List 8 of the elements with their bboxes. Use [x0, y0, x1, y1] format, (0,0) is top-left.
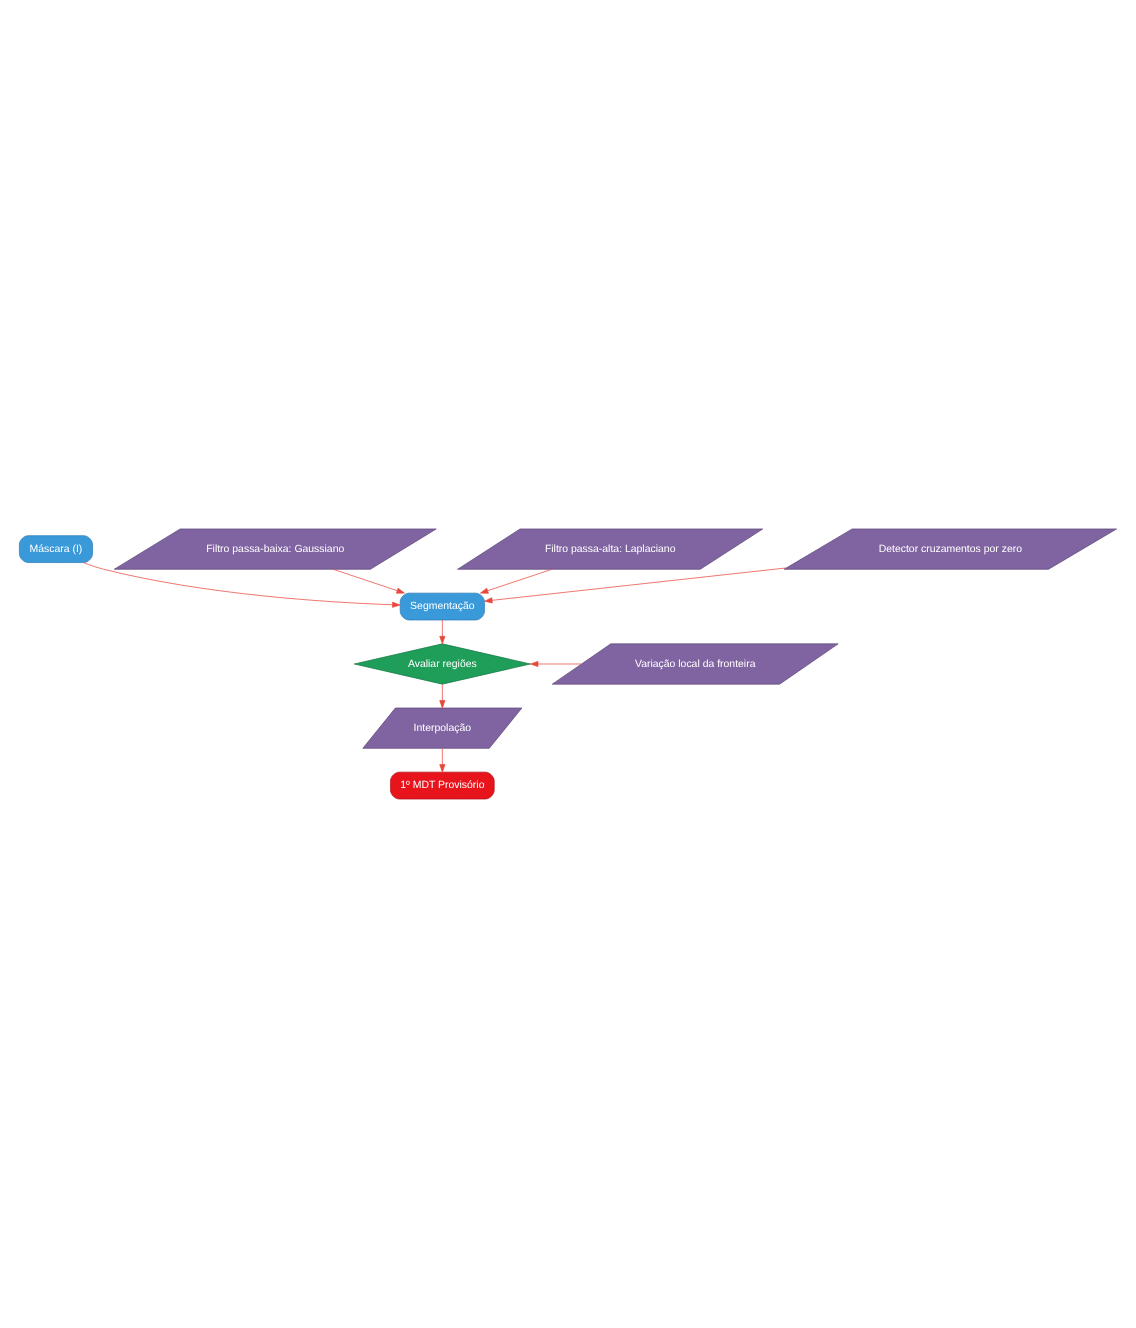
arrow [439, 683, 446, 709]
arrow [332, 568, 405, 594]
arrow [530, 661, 582, 667]
arrow [439, 748, 446, 773]
arrow [83, 562, 401, 608]
arrow [480, 568, 553, 594]
arrow [439, 619, 446, 645]
arrow [484, 567, 787, 604]
